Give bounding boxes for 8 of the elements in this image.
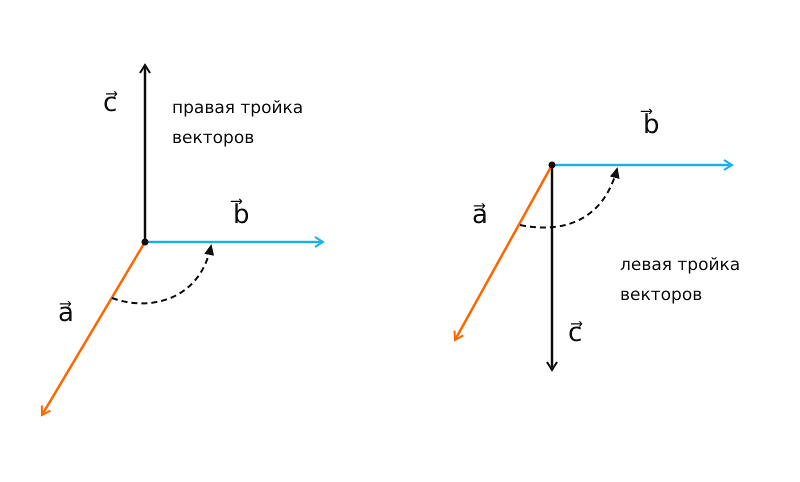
vector-label: b⃗ — [233, 200, 250, 230]
note-text: левая тройка векторов — [620, 254, 742, 307]
vector-label: c⃗ — [103, 88, 118, 118]
vector-label: a⃗ — [472, 200, 488, 230]
note-text: правая тройка векторов — [172, 97, 304, 150]
vector-label: a⃗ — [58, 298, 74, 328]
vector-label: c⃗ — [568, 318, 582, 348]
vector-label: b⃗ — [643, 110, 660, 140]
